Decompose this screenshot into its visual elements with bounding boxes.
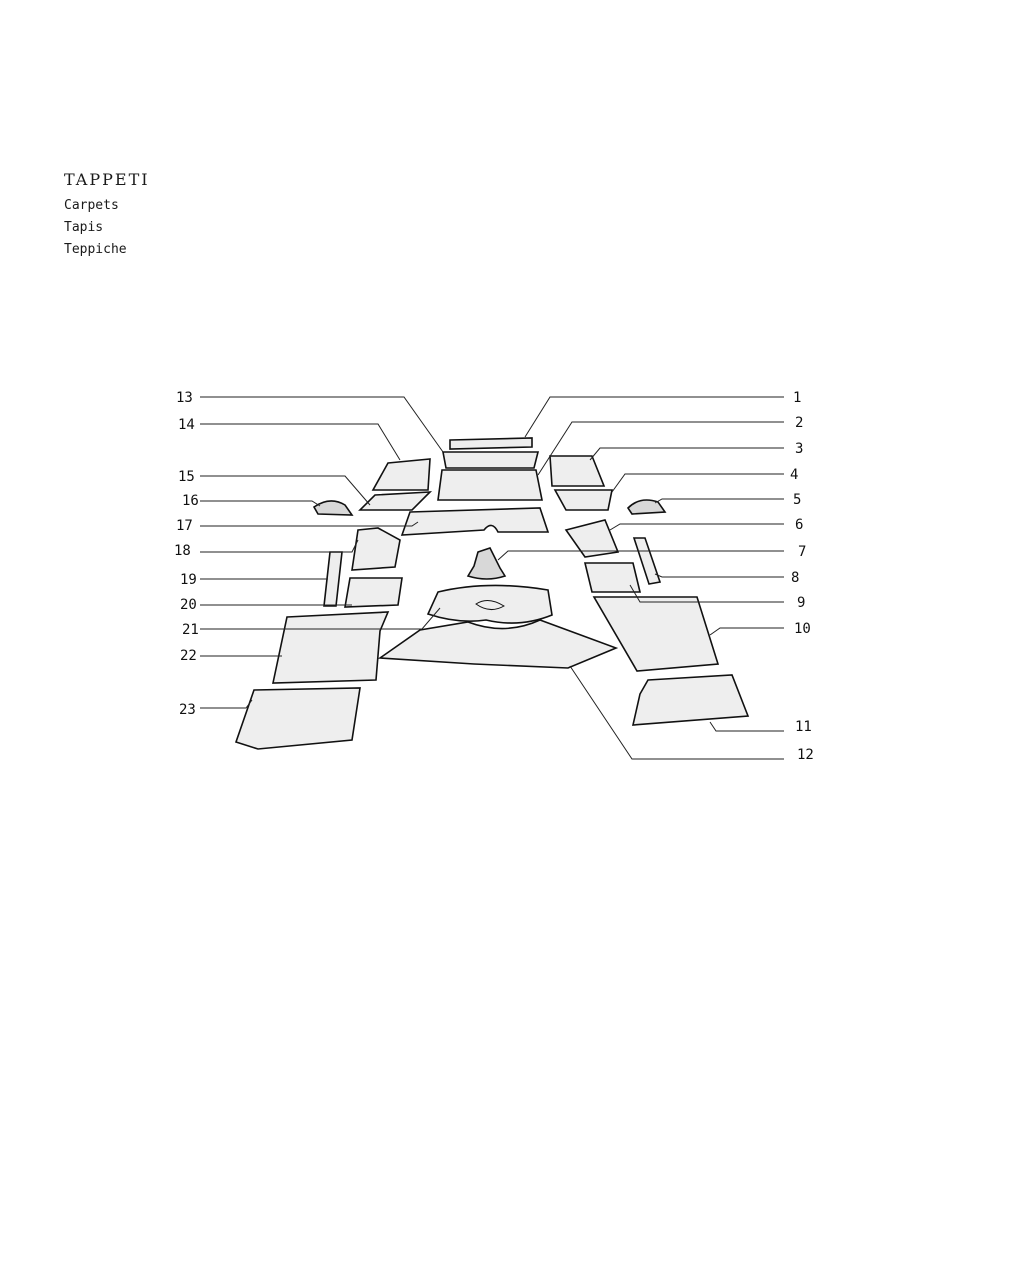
callout-15: 15 <box>178 469 195 485</box>
leader-11 <box>709 721 784 732</box>
part-13-rear-strip <box>442 451 540 469</box>
callout-8: 8 <box>791 570 799 586</box>
leader-2 <box>537 421 784 476</box>
callout-9: 9 <box>797 595 805 611</box>
part-drawings <box>234 437 750 750</box>
leader-15 <box>200 475 371 506</box>
callout-13: 13 <box>176 390 193 406</box>
leader-21 <box>200 607 441 630</box>
part-3-right-side-panel <box>549 455 606 487</box>
callout-3: 3 <box>795 441 803 457</box>
callout-22: 22 <box>180 648 197 664</box>
part-10-right-front-mat <box>592 596 720 672</box>
part-12-tunnel-main-carpet <box>377 619 619 669</box>
part-6-right-sill <box>564 519 620 558</box>
part-22-left-front-mat <box>272 611 390 684</box>
leader-12 <box>569 665 784 760</box>
part-21-opening <box>475 600 505 610</box>
part-4-right-wheel-arch <box>553 489 613 511</box>
title-english: Carpets <box>64 198 119 213</box>
part-17-tunnel-carpet <box>400 507 550 536</box>
callout-11: 11 <box>795 719 812 735</box>
callout-2: 2 <box>795 415 803 431</box>
part-9-right-footwell-panel <box>583 562 642 593</box>
leader-5 <box>654 498 784 504</box>
callout-5: 5 <box>793 492 801 508</box>
callout-19: 19 <box>180 572 197 588</box>
callout-10: 10 <box>794 621 811 637</box>
leader-9 <box>629 584 784 603</box>
part-11-right-rear-mat <box>631 674 750 726</box>
title-french: Tapis <box>64 220 104 235</box>
leader-18 <box>200 539 359 553</box>
part-8-right-kick-strip <box>632 537 662 585</box>
callout-labels: 1 2 3 4 5 6 7 8 9 10 11 12 13 14 15 16 1… <box>174 390 814 763</box>
leader-14 <box>200 423 401 461</box>
part-18-left-sill <box>351 527 401 571</box>
leader-1 <box>524 396 784 438</box>
leader-8 <box>654 573 784 578</box>
leader-23 <box>200 699 253 709</box>
callout-1: 1 <box>793 390 801 406</box>
callout-4: 4 <box>790 467 798 483</box>
title-block: TAPPETI Carpets Tapis Teppiche <box>64 170 150 261</box>
leader-13 <box>200 396 444 453</box>
callout-14: 14 <box>178 417 195 433</box>
leader-6 <box>609 523 784 531</box>
leader-10 <box>709 627 784 636</box>
part-2-rear-floor-panel <box>437 469 543 501</box>
part-15-left-wheel-arch <box>358 491 433 511</box>
callout-12: 12 <box>797 747 814 763</box>
callout-20: 20 <box>180 597 197 613</box>
part-1-rear-shelf-strip <box>449 437 533 450</box>
callout-16: 16 <box>182 493 199 509</box>
callout-18: 18 <box>174 543 191 559</box>
callout-6: 6 <box>795 517 803 533</box>
leader-4 <box>611 473 784 493</box>
leader-3 <box>589 447 784 461</box>
callout-21: 21 <box>182 622 199 638</box>
callout-23: 23 <box>179 702 196 718</box>
leader-lines <box>200 396 784 760</box>
part-16-left-trim <box>312 500 354 516</box>
title-italian: TAPPETI <box>64 170 150 189</box>
part-14-left-side-panel <box>371 458 431 491</box>
part-20-left-footwell-panel <box>344 577 403 608</box>
title-german: Teppiche <box>64 242 127 257</box>
callout-7: 7 <box>798 544 806 560</box>
part-5-right-trim <box>626 499 667 515</box>
callout-17: 17 <box>176 518 193 534</box>
part-21-centre-console-carpet <box>426 584 553 624</box>
part-7-gear-boot <box>466 547 507 580</box>
leader-17 <box>200 521 419 527</box>
part-23-left-rear-mat <box>234 687 361 750</box>
leader-7 <box>497 550 784 561</box>
leader-16 <box>200 500 321 507</box>
